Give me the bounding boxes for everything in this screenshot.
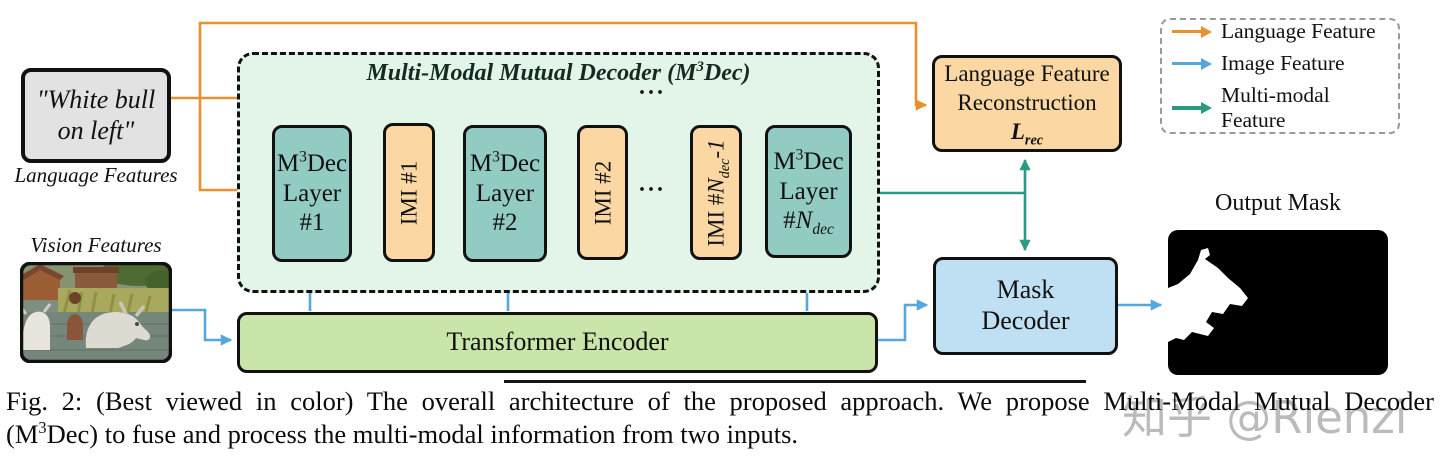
layerN-hash: # [783,207,796,235]
imi-n-1-sub: dec [717,158,734,178]
layerN-n: N [795,207,813,235]
language-features-label: Language Features [14,163,178,187]
m3dec-layer-2-box: M3Dec Layer #2 [463,125,547,262]
reconstruction-line1: Language Feature [944,61,1110,87]
layerN-dec: Dec [803,148,844,176]
mask-decoder-line1: Mask [996,275,1055,305]
imi-2-label: IMI #2 [589,160,615,225]
imi-n-1-label: IMI #Ndec-1 [702,138,733,247]
output-mask-image [1168,230,1388,375]
caption-line-2: (M3Dec) to fuse and process the multi-mo… [6,418,1434,451]
image-arrow-icon [1172,57,1212,70]
caption-m: (M [6,419,39,449]
legend-label-multimodal: Multi-modal Feature [1221,83,1330,132]
mask-decoder-line2: Decoder [981,306,1070,335]
transformer-encoder-box: Transformer Encoder [237,312,878,373]
layerN-line1: M3Dec [773,147,843,177]
layerN-m: M [773,148,796,176]
bull-silhouette [1168,248,1248,342]
figure-caption: Fig. 2: (Best viewed in color) The overa… [6,385,1434,451]
layer2-dec: Dec [499,150,541,178]
imi-n-1-n: N [703,177,729,194]
layer2-line2: Layer [475,179,535,207]
layerN-sub: dec [812,221,834,239]
imi-1-box: IMI #1 [383,123,435,262]
m3dec-layer-n-box: M3Dec Layer #Ndec [765,125,852,258]
m3dec-layer-1-box: M3Dec Layer #1 [272,125,352,262]
imi-n-1-pre: IMI # [703,193,729,247]
loss-symbol: L [1010,118,1025,144]
legend: Language Feature Image Feature Multi-mod… [1160,18,1400,134]
vision-input-image [20,262,172,363]
layer2-line3: #2 [492,209,518,237]
caption-rest: Dec) to fuse and process the multi-modal… [46,419,799,449]
legend-item-language: Language Feature [1172,19,1388,44]
figure-divider-line [504,380,1086,383]
language-query-line2: on left" [57,115,135,145]
ellipsis-top: ··· [638,80,666,106]
legend-label-language: Language Feature [1221,19,1376,43]
transformer-encoder-label: Transformer Encoder [446,327,669,357]
multimodal-arrow-icon [1172,102,1212,114]
layer1-sup: 3 [299,148,307,166]
layer1-line1: M3Dec [277,149,347,179]
caption-line-1: Fig. 2: (Best viewed in color) The overa… [6,386,1434,416]
decoder-title: Multi-Modal Mutual Decoder (M3Dec) [240,60,877,87]
layerN-line3: #Ndec [783,206,834,239]
language-input-box: "White bull on left" [21,68,171,163]
decoder-title-suffix: Dec) [703,60,751,86]
legend-label-image: Image Feature [1221,51,1345,75]
caption-sup: 3 [38,418,47,438]
language-arrow-icon [1172,25,1212,38]
imi-2-box: IMI #2 [577,125,628,260]
reconstruction-loss: Lrec [1010,118,1044,149]
imi-n-1-post: -1 [703,138,729,159]
decoder-title-sup: 3 [696,59,704,75]
legend-item-image: Image Feature [1172,51,1388,76]
layerN-sup: 3 [795,146,804,164]
language-query-line1: "White bull [36,84,156,114]
imi-1-label: IMI #1 [396,160,422,225]
layer1-line3: #1 [299,209,325,237]
legend-item-multimodal: Multi-modal Feature [1172,83,1388,133]
layer2-sup: 3 [492,148,500,166]
language-feature-reconstruction-box: Language Feature Reconstruction Lrec [932,55,1122,152]
layer1-dec: Dec [306,150,348,178]
output-mask-label: Output Mask [1215,190,1341,216]
decoder-title-text: Multi-Modal Mutual Decoder (M [366,60,697,86]
imi-n-1-box: IMI #Ndec-1 [690,125,742,260]
loss-subscript: rec [1024,132,1044,149]
ellipsis-middle: ··· [638,177,666,203]
vision-features-label: Vision Features [30,233,162,257]
layer2-line1: M3Dec [470,149,540,179]
layer2-m: M [469,150,493,178]
layerN-line2: Layer [779,177,838,205]
reconstruction-line2: Reconstruction [957,90,1097,116]
layer1-line2: Layer [282,179,342,207]
mask-decoder-box: Mask Decoder [933,257,1118,355]
layer1-m: M [276,150,300,178]
watermark: 知乎 @Rienzi [1122,391,1408,444]
